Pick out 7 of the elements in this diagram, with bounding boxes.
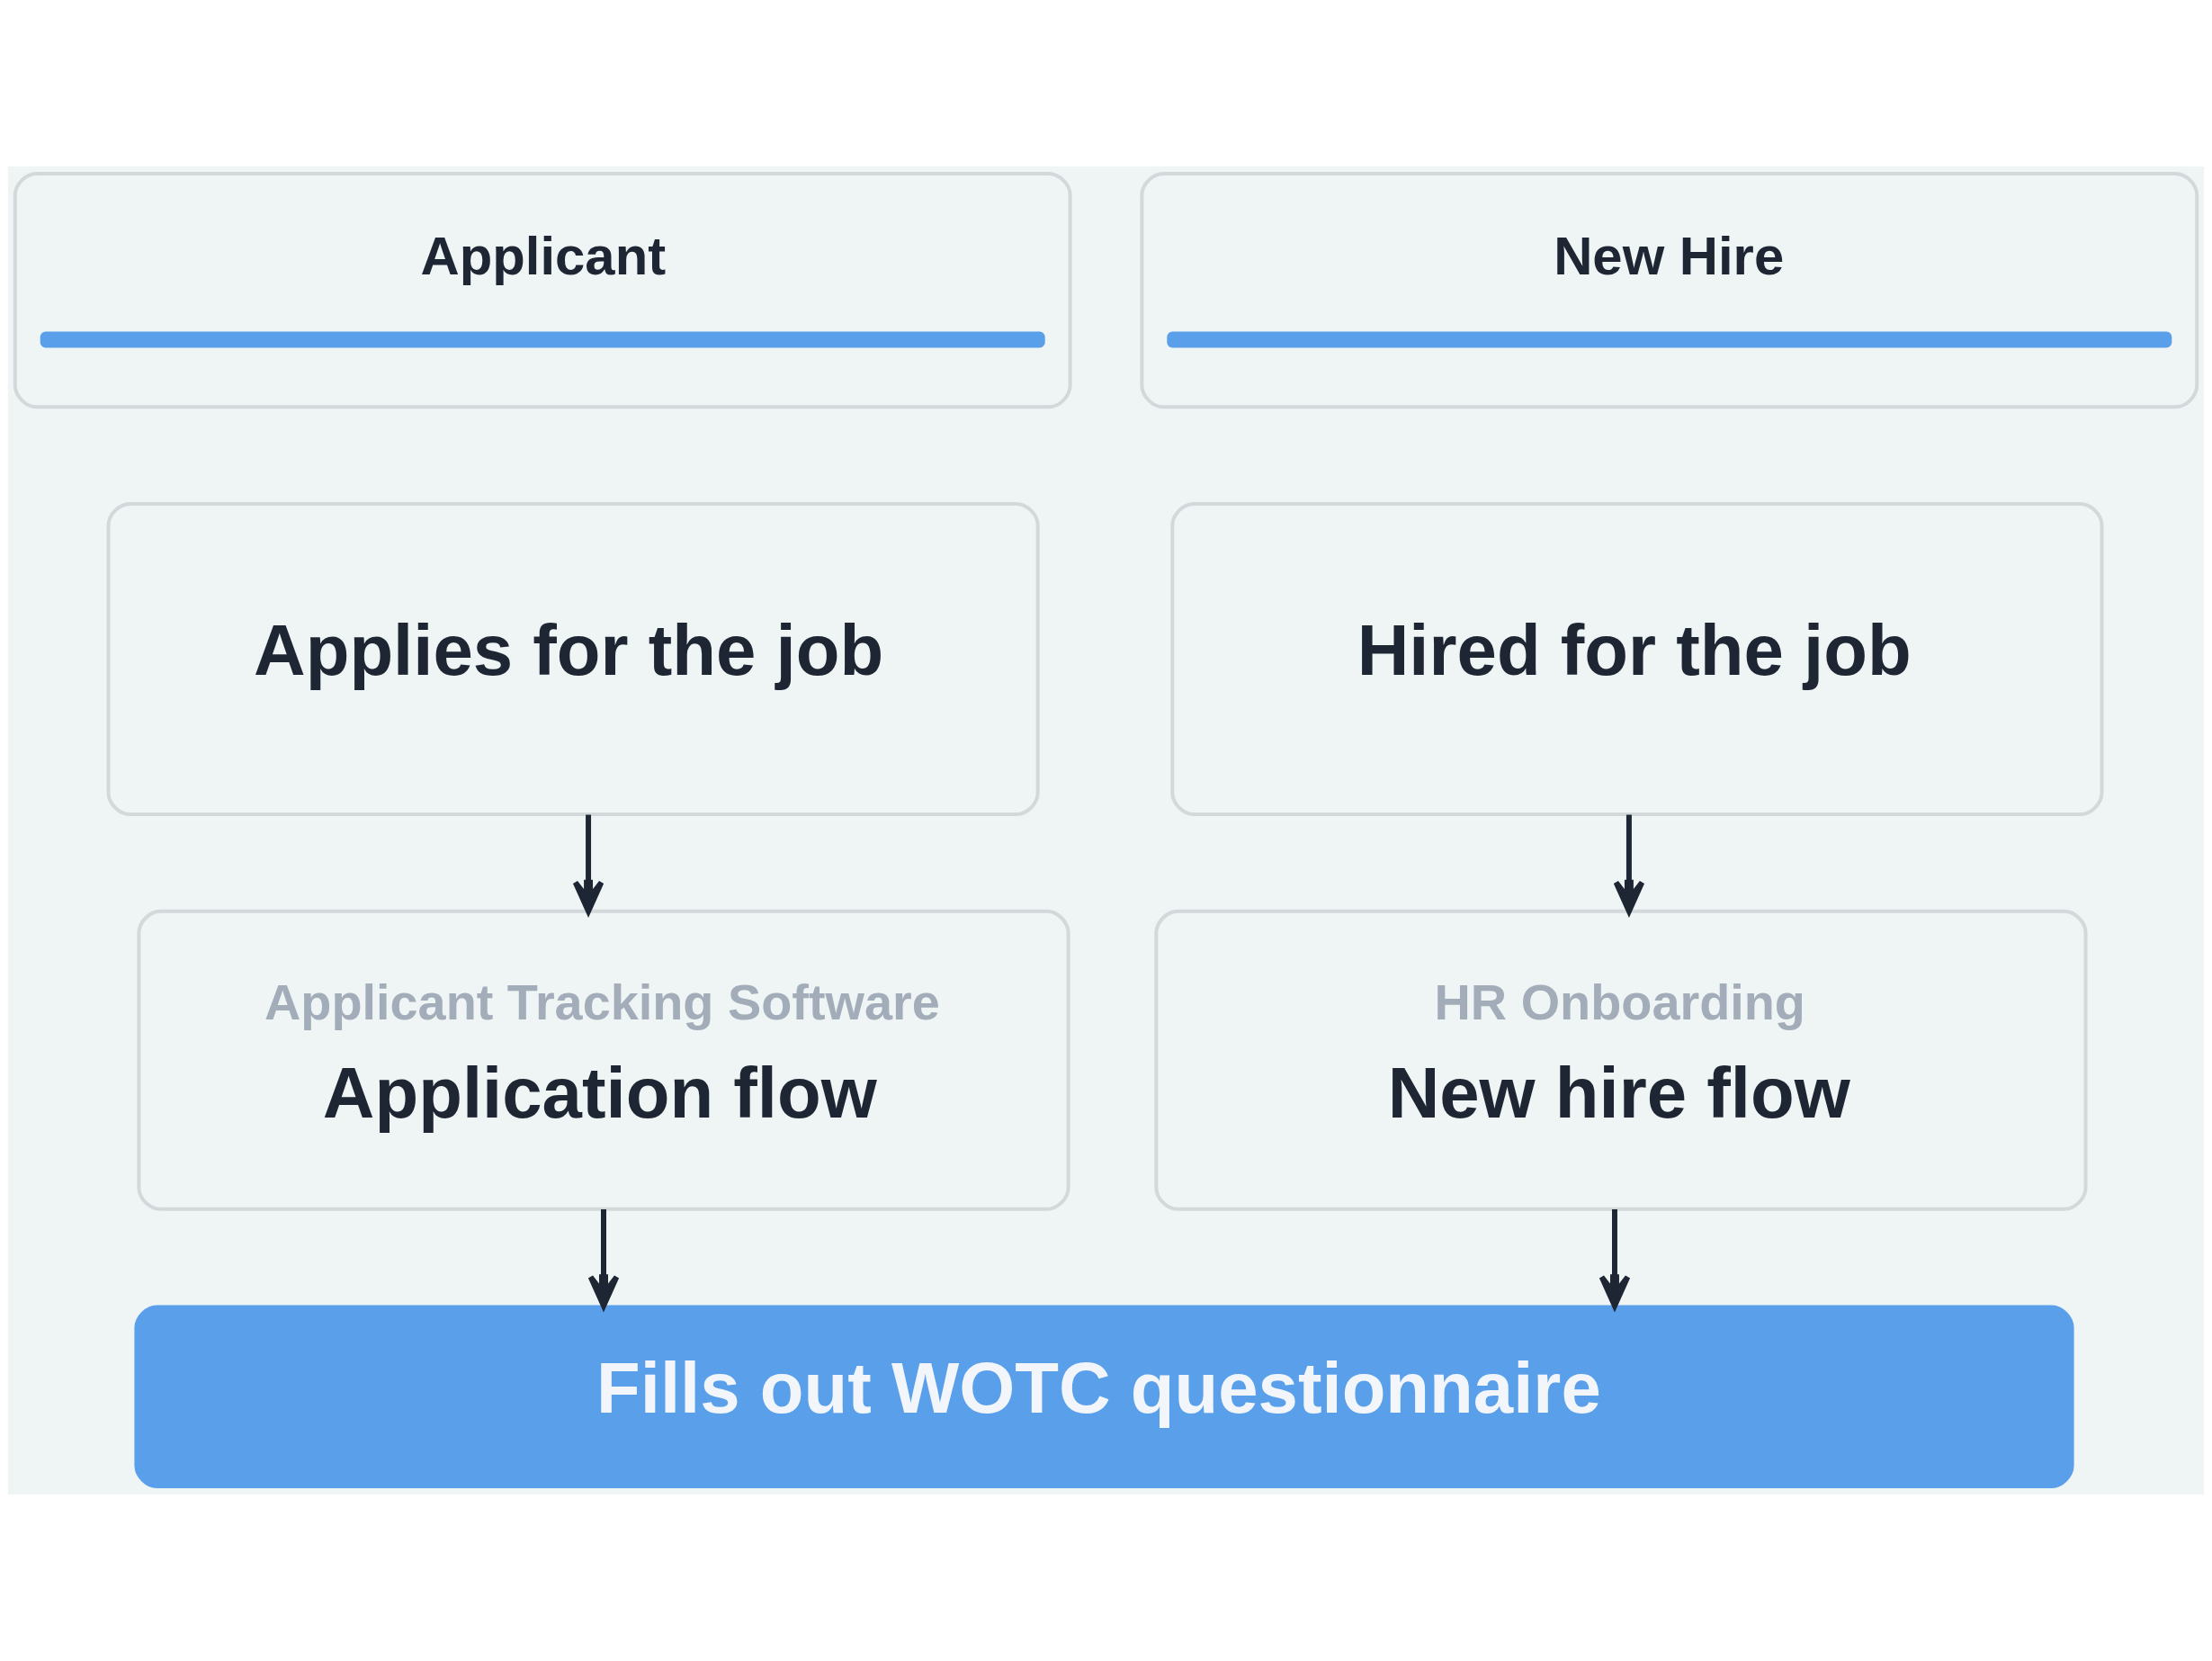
node-box: Applies for the job	[106, 502, 1040, 817]
node-box: New Hire	[1140, 172, 2199, 409]
node-box: Fills out WOTC questionnaire	[134, 1305, 2074, 1488]
node-box: Applicant	[13, 172, 1072, 409]
node-box: Hired for the job	[1170, 502, 2104, 817]
node-box: Applicant Tracking Software Application flow	[137, 909, 1070, 1211]
node-box: HR Onboarding New hire flow	[1154, 909, 2088, 1211]
